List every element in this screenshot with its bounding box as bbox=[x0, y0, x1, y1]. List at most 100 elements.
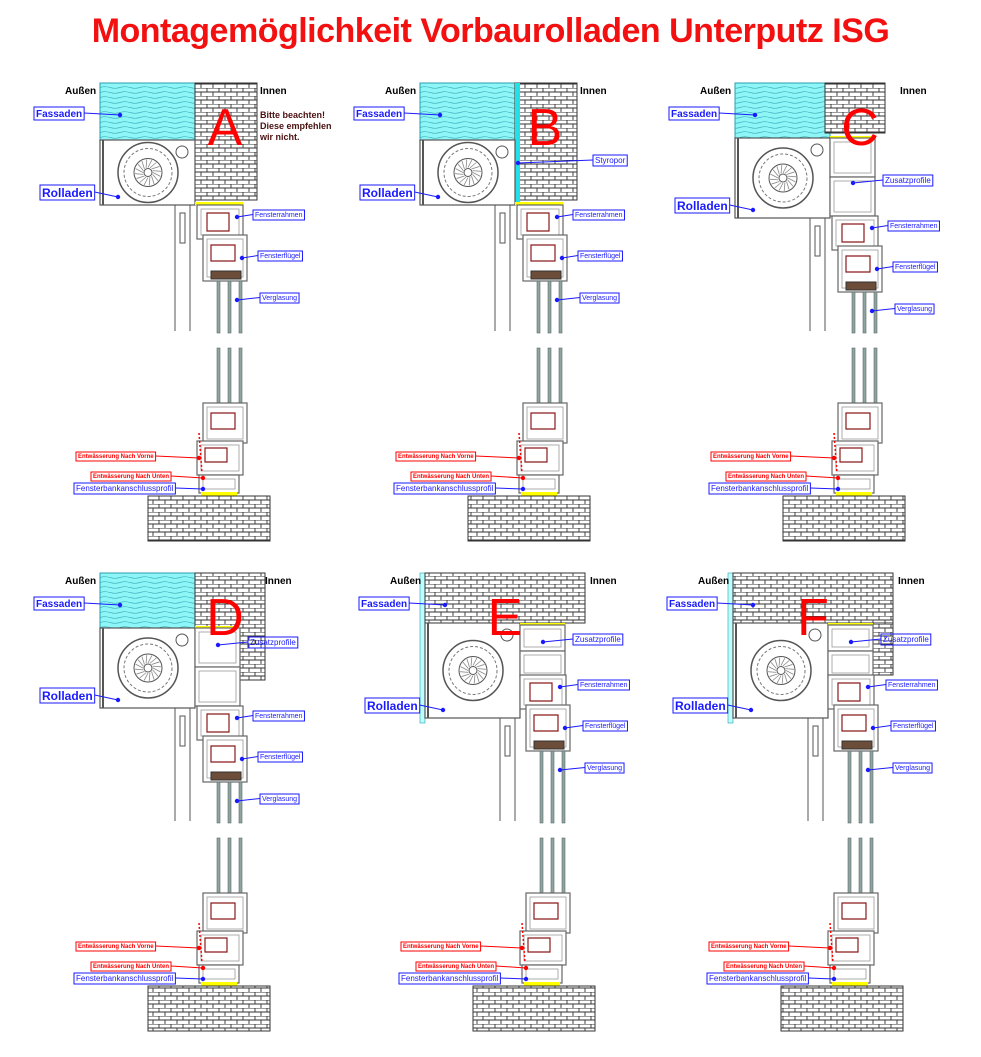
glass-pane bbox=[851, 291, 856, 334]
facade-insulation bbox=[99, 572, 196, 629]
glass-pane bbox=[547, 347, 552, 409]
glass-pane bbox=[227, 781, 232, 824]
glazing-label-dot bbox=[234, 297, 240, 303]
drain-down-label-dot bbox=[200, 965, 206, 971]
drain-front-label-dot bbox=[831, 455, 837, 461]
sash-reinforcement bbox=[530, 244, 556, 262]
sash-label: Fensterflügel bbox=[893, 723, 934, 730]
drain-down-label-leader bbox=[170, 965, 204, 969]
roller-label: Rolladen bbox=[362, 186, 413, 200]
sash-label: Fensterflügel bbox=[585, 723, 626, 730]
sill-profile-label-leader bbox=[500, 977, 527, 980]
guide-pulley bbox=[175, 633, 189, 647]
styrofoam-label: Styropor bbox=[595, 156, 626, 165]
outside-label: Außen bbox=[65, 576, 96, 587]
facade-insulation bbox=[419, 82, 516, 141]
glass-pane bbox=[216, 837, 221, 899]
glass-pane bbox=[847, 750, 852, 824]
sealing-tape-bottom bbox=[832, 982, 868, 986]
roller-label: Rolladen bbox=[42, 186, 93, 200]
frame-profile bbox=[519, 674, 567, 710]
frame-reinforcement bbox=[206, 713, 230, 733]
shutter-slat bbox=[812, 725, 819, 757]
extension-label: Zusatzprofile bbox=[575, 635, 621, 644]
glass-pane bbox=[550, 750, 555, 824]
guide-pulley bbox=[495, 145, 509, 159]
sill-profile-label-leader bbox=[175, 487, 204, 490]
frame-label: Fensterrahmen bbox=[255, 212, 303, 219]
sill-brick bbox=[467, 495, 591, 542]
drain-front-label-dot bbox=[827, 945, 833, 951]
brick-wall bbox=[194, 572, 266, 629]
glazing-label: Verglasung bbox=[582, 295, 617, 302]
facade-label-leader bbox=[719, 112, 756, 116]
shutter-slat bbox=[179, 212, 186, 244]
frame-profile-bottom bbox=[519, 930, 567, 966]
sealing-tape-bottom bbox=[836, 492, 872, 496]
frame-label-dot bbox=[869, 225, 875, 231]
glass-pane bbox=[558, 347, 563, 409]
glass-pane bbox=[238, 781, 243, 824]
extension-label: Zusatzprofile bbox=[883, 635, 929, 644]
frame-profile-bottom bbox=[831, 440, 879, 476]
drain-down-label-dot bbox=[520, 475, 526, 481]
brick-wall bbox=[824, 82, 886, 134]
glass-spacer bbox=[210, 771, 242, 781]
drain-front-label-leader bbox=[790, 455, 835, 459]
sill-profile-label: Fensterbankanschlussprofil bbox=[76, 974, 174, 983]
extension-label-leader bbox=[217, 641, 249, 646]
glazing-label: Verglasung bbox=[262, 295, 297, 302]
glass-pane bbox=[238, 837, 243, 899]
shutter-slat bbox=[504, 725, 511, 757]
warning-note: Diese empfehlen bbox=[260, 121, 332, 131]
drain-down-label-dot bbox=[523, 965, 529, 971]
sash-label-dot bbox=[874, 266, 880, 272]
sill-profile-label-leader bbox=[175, 977, 204, 980]
frame-profile-bottom bbox=[516, 440, 564, 476]
brick-wall bbox=[732, 572, 894, 624]
inside-label: Innen bbox=[590, 576, 617, 587]
sash-label-dot bbox=[239, 756, 245, 762]
facade-label: Fassaden bbox=[356, 109, 402, 120]
drain-front-label-dot bbox=[519, 945, 525, 951]
drain-down-label-dot bbox=[200, 475, 206, 481]
glazing-label-dot bbox=[557, 767, 563, 773]
drain-down-label-leader bbox=[495, 965, 527, 969]
frame-reinforcement bbox=[837, 682, 861, 702]
drain-down-label: Entwässerung Nach Unten bbox=[728, 474, 804, 480]
sash-profile-bottom bbox=[833, 892, 879, 934]
roller-label-leader bbox=[727, 704, 752, 711]
panel-letter: B bbox=[528, 99, 563, 157]
sill-profile-label-dot bbox=[523, 976, 529, 982]
drain-front-label: Entwässerung Nach Vorne bbox=[78, 454, 154, 460]
glazing-label-leader bbox=[236, 798, 261, 802]
facade-label: Fassaden bbox=[36, 599, 82, 610]
sash-profile-bottom bbox=[202, 402, 248, 444]
sealing-tape bbox=[195, 202, 243, 205]
sealing-tape bbox=[515, 202, 563, 205]
sealing-tape-bottom bbox=[201, 982, 237, 986]
frame-reinforcement bbox=[206, 212, 230, 232]
sash-label: Fensterflügel bbox=[895, 264, 936, 271]
sill-profile-label-dot bbox=[520, 486, 526, 492]
brick-wall bbox=[194, 82, 258, 201]
drain-front-label: Entwässerung Nach Vorne bbox=[78, 944, 154, 950]
sill-profile-label-leader bbox=[808, 977, 835, 980]
frame-profile-bottom bbox=[196, 930, 244, 966]
sash-label-leader bbox=[241, 255, 259, 259]
glass-pane bbox=[558, 280, 563, 334]
roller-label-leader bbox=[94, 191, 119, 198]
extension-label-leader bbox=[542, 638, 574, 643]
outside-label: Außen bbox=[700, 86, 731, 97]
outside-label: Außen bbox=[385, 86, 416, 97]
sash-reinforcement bbox=[210, 244, 236, 262]
frame-reinforcement bbox=[841, 223, 865, 243]
sill-profile-label: Fensterbankanschlussprofil bbox=[76, 484, 174, 493]
glazing-label-dot bbox=[234, 798, 240, 804]
frame-label-leader bbox=[556, 214, 574, 218]
facade-label-dot bbox=[750, 602, 756, 608]
sill-brick bbox=[782, 495, 906, 542]
panel-letter: D bbox=[206, 589, 244, 647]
